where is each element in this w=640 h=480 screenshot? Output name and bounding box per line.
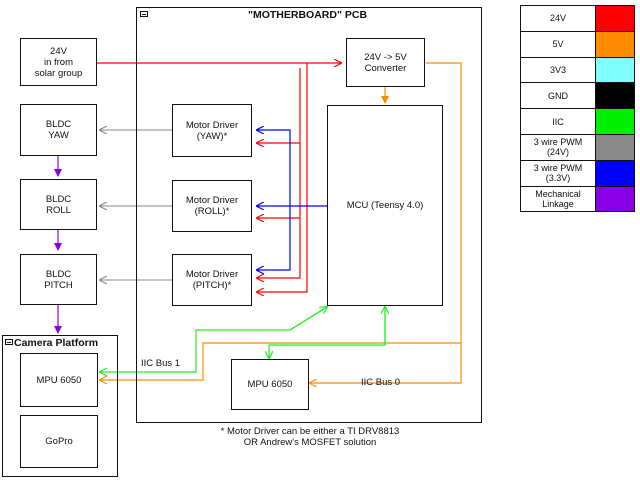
- wire-24v-trunk-a: [257, 63, 308, 292]
- legend-swatch: [595, 108, 635, 135]
- motor-driver-yaw-box: Motor Driver (YAW)*: [172, 104, 252, 157]
- wire-5v-to-camera-mpu: [100, 342, 461, 380]
- motor-driver-roll-box: Motor Driver (ROLL)*: [172, 180, 252, 232]
- pcb-frame-icon: [140, 11, 148, 17]
- motor-driver-pitch-box: Motor Driver (PITCH)*: [172, 254, 252, 306]
- legend-label: 3 wire PWM (3.3V): [520, 159, 596, 187]
- wire-iic-mcu-head: [289, 307, 327, 331]
- wire-pwm33-to-yaw: [257, 130, 291, 206]
- mpu-camera-box: MPU 6050: [20, 353, 98, 407]
- legend-swatch: [595, 30, 635, 58]
- mpu-pcb-box: MPU 6050: [231, 359, 309, 410]
- bldc-pitch-box: BLDC PITCH: [20, 254, 97, 305]
- bldc-roll-box: BLDC ROLL: [20, 179, 97, 230]
- legend-swatch: [595, 159, 635, 187]
- legend-swatch: [595, 5, 635, 32]
- wire-24v-to-pitch: [257, 218, 301, 278]
- legend-swatch: [595, 82, 635, 110]
- converter-box: 24V -> 5V Converter: [346, 38, 425, 87]
- iic-bus-0-label: IIC Bus 0: [361, 377, 401, 388]
- footnote: * Motor Driver can be either a TI DRV881…: [220, 426, 400, 448]
- legend-label: 5V: [520, 30, 596, 58]
- wire-5v-converter-out: [310, 62, 462, 383]
- camera-title: Camera Platform: [14, 337, 99, 349]
- legend-label: 3 wire PWM (24V): [520, 134, 596, 161]
- pcb-frame: [136, 7, 482, 423]
- legend-label: 3V3: [520, 56, 596, 84]
- gopro-box: GoPro: [20, 415, 98, 468]
- legend-label: Mechanical Linkage: [520, 185, 596, 213]
- solar-input-box: 24V in from solar group: [20, 38, 97, 86]
- legend-swatch: [595, 185, 635, 213]
- legend-swatch: [595, 56, 635, 84]
- bldc-yaw-box: BLDC YAW: [20, 104, 97, 156]
- mcu-box: MCU (Teensy 4.0): [327, 105, 443, 306]
- camera-frame: [2, 335, 118, 477]
- pcb-title: "MOTHERBOARD" PCB: [248, 9, 368, 21]
- legend-label: 24V: [520, 5, 596, 32]
- legend-swatch: [595, 134, 635, 161]
- wire-pwm33-to-pitch: [257, 206, 291, 270]
- iic-bus-1-label: IIC Bus 1: [141, 358, 181, 369]
- legend-label: GND: [520, 82, 596, 110]
- legend-label: IIC: [520, 108, 596, 135]
- camera-frame-icon: [5, 339, 13, 345]
